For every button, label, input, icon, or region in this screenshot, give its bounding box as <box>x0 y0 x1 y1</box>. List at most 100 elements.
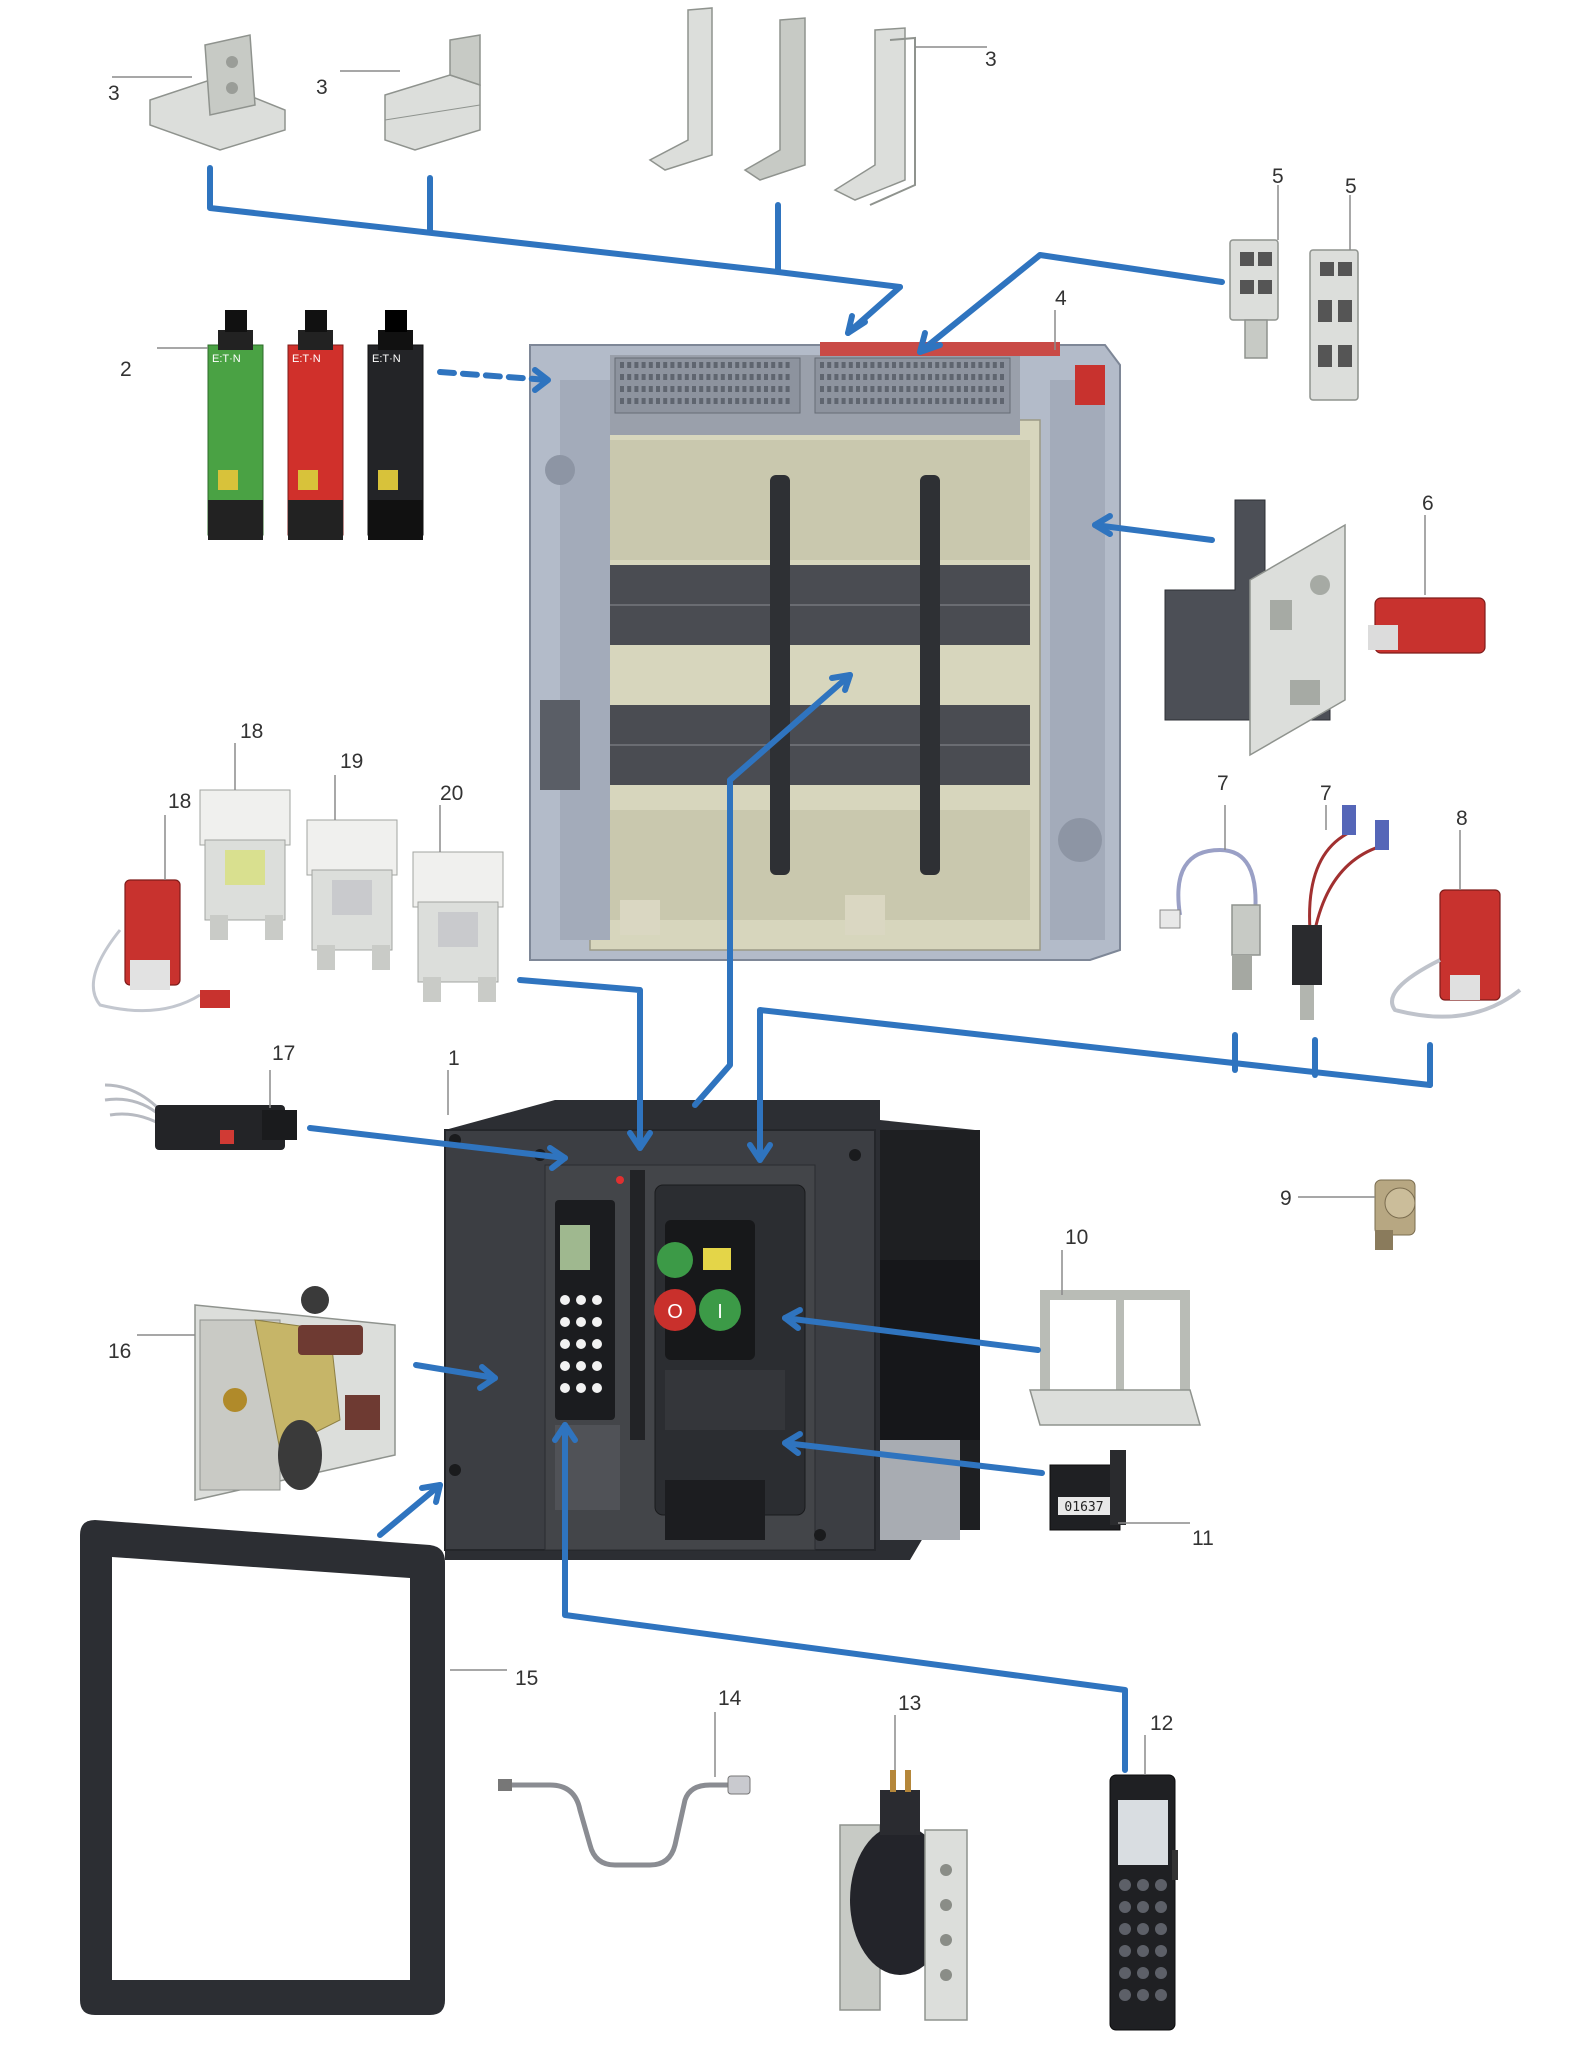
terminal-pin <box>756 362 761 368</box>
terminal-pin <box>1000 374 1004 380</box>
terminal-pin <box>699 386 704 392</box>
terminal-pin <box>634 374 639 380</box>
trip-unit-button <box>592 1361 602 1371</box>
terminal-pin <box>764 386 768 392</box>
terminal-pin <box>627 374 632 380</box>
terminal-pin <box>620 398 624 404</box>
terminal-pin <box>892 386 896 392</box>
terminal-pin <box>992 386 997 392</box>
terminal-pin <box>692 362 696 368</box>
terminal-pin <box>841 386 846 392</box>
terminal-pin <box>771 362 776 368</box>
terminal-pin <box>949 374 954 380</box>
keypad-key <box>1155 1901 1167 1913</box>
terminal-pin <box>906 398 911 404</box>
callout-8: 8 <box>1456 807 1468 830</box>
terminal-pin <box>870 398 875 404</box>
terminal-pin <box>742 374 747 380</box>
terminal-pin <box>706 362 711 368</box>
callout-13: 13 <box>898 1692 921 1715</box>
terminal-pin <box>892 362 896 368</box>
terminal-pin <box>764 374 768 380</box>
terminal-pin <box>964 362 968 368</box>
terminal-pin <box>641 362 646 368</box>
terminal-pin <box>634 386 639 392</box>
terminal-pin <box>877 362 882 368</box>
callout-7a: 7 <box>1217 772 1229 795</box>
red-undervoltage-release <box>91 879 230 1013</box>
trip-unit-button <box>592 1295 602 1305</box>
terminal-pin <box>706 386 711 392</box>
callout-labels: 1 2 3 3 3 4 5 5 6 7 7 8 9 10 11 12 13 14… <box>108 48 1468 1735</box>
keypad-key <box>1155 1923 1167 1935</box>
terminal-pin <box>706 398 711 404</box>
terminal-pin <box>870 362 875 368</box>
terminal-pin <box>735 386 740 392</box>
terminal-pin <box>906 374 911 380</box>
terminal-pin <box>964 386 968 392</box>
terminal-pin <box>827 374 832 380</box>
red-shunt-release-right <box>1390 889 1522 1019</box>
terminal-pin <box>971 398 976 404</box>
terminal-pin <box>834 374 839 380</box>
trip-unit-button <box>560 1339 570 1349</box>
terminal-pin <box>877 374 882 380</box>
auxiliary-switch-b <box>1292 805 1389 1020</box>
terminal-pin <box>906 386 911 392</box>
keypad-key <box>1155 1989 1167 2001</box>
terminal-pin <box>978 398 983 404</box>
terminal-pin <box>899 374 904 380</box>
terminal-pin <box>735 362 740 368</box>
terminal-pin <box>964 398 968 404</box>
terminal-pin <box>913 398 918 404</box>
terminal-pin <box>949 362 954 368</box>
terminal-pin <box>670 362 675 368</box>
callout-10: 10 <box>1065 1226 1088 1249</box>
module-black-brand: E:T·N <box>372 353 401 365</box>
terminal-pin <box>863 398 868 404</box>
terminal-pin <box>720 398 725 404</box>
secondary-disconnect <box>104 1083 297 1150</box>
terminal-pin <box>834 362 839 368</box>
terminal-pin <box>677 374 682 380</box>
terminal-pin <box>920 362 925 368</box>
callout-18a: 18 <box>240 720 263 743</box>
trip-unit-button <box>592 1383 602 1393</box>
terminal-pin <box>692 386 696 392</box>
keypad-key <box>1119 1945 1131 1957</box>
terminal-pin <box>820 362 824 368</box>
trip-unit-button <box>576 1383 586 1393</box>
terminal-pin <box>992 374 997 380</box>
terminal-pin <box>634 362 639 368</box>
trip-unit-button <box>560 1295 570 1305</box>
terminal-pin <box>764 398 768 404</box>
terminal-pin <box>935 374 940 380</box>
terminal-pin <box>935 386 940 392</box>
module-green-brand: E:T·N <box>212 353 241 365</box>
terminal-pin <box>728 386 732 392</box>
trip-unit-button <box>560 1361 570 1371</box>
terminal-pin <box>684 362 689 368</box>
terminal-pin <box>856 398 860 404</box>
callout-4: 4 <box>1055 287 1067 310</box>
terminal-pin <box>863 386 868 392</box>
keypad-key <box>1137 1967 1149 1979</box>
module-red-brand: E:T·N <box>292 353 321 365</box>
terminal-pin <box>735 398 740 404</box>
keypad-key <box>1137 1989 1149 2001</box>
vertical-busbar-adapter-1 <box>648 7 713 171</box>
terminal-pin <box>956 362 961 368</box>
terminal-pin <box>720 386 725 392</box>
terminal-pin <box>742 398 747 404</box>
terminal-pin <box>928 398 932 404</box>
terminal-pin <box>978 386 983 392</box>
terminal-pin <box>648 374 653 380</box>
terminal-pin <box>827 386 832 392</box>
terminal-pin <box>877 386 882 392</box>
terminal-pin <box>684 374 689 380</box>
terminal-pin <box>1000 386 1004 392</box>
red-locking-device <box>1368 597 1486 654</box>
keypad-key <box>1155 1945 1167 1957</box>
terminal-pin <box>749 386 754 392</box>
